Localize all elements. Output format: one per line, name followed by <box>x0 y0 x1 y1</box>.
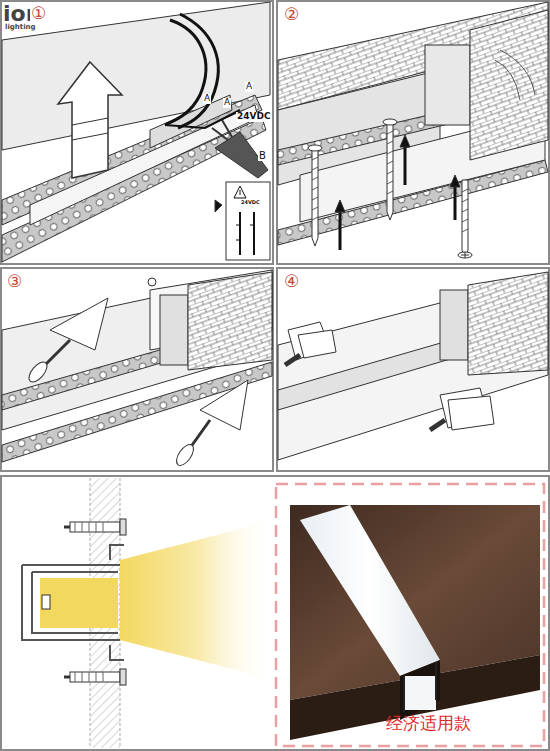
step-number: ② <box>283 5 300 24</box>
wire-label: A <box>245 82 253 92</box>
wire-label: A <box>203 94 211 104</box>
step-number: ① <box>30 4 47 23</box>
product-caption: 经济适用款 <box>386 714 471 733</box>
logo-subtext: lighting <box>5 24 36 32</box>
step-number: ③ <box>6 272 23 291</box>
voltage-label: 24VDC <box>236 112 272 122</box>
tool-label: B <box>258 150 267 161</box>
voltage-label: 24VDC <box>240 200 261 206</box>
wire-label: A <box>223 98 231 108</box>
step-number: ④ <box>283 272 300 291</box>
